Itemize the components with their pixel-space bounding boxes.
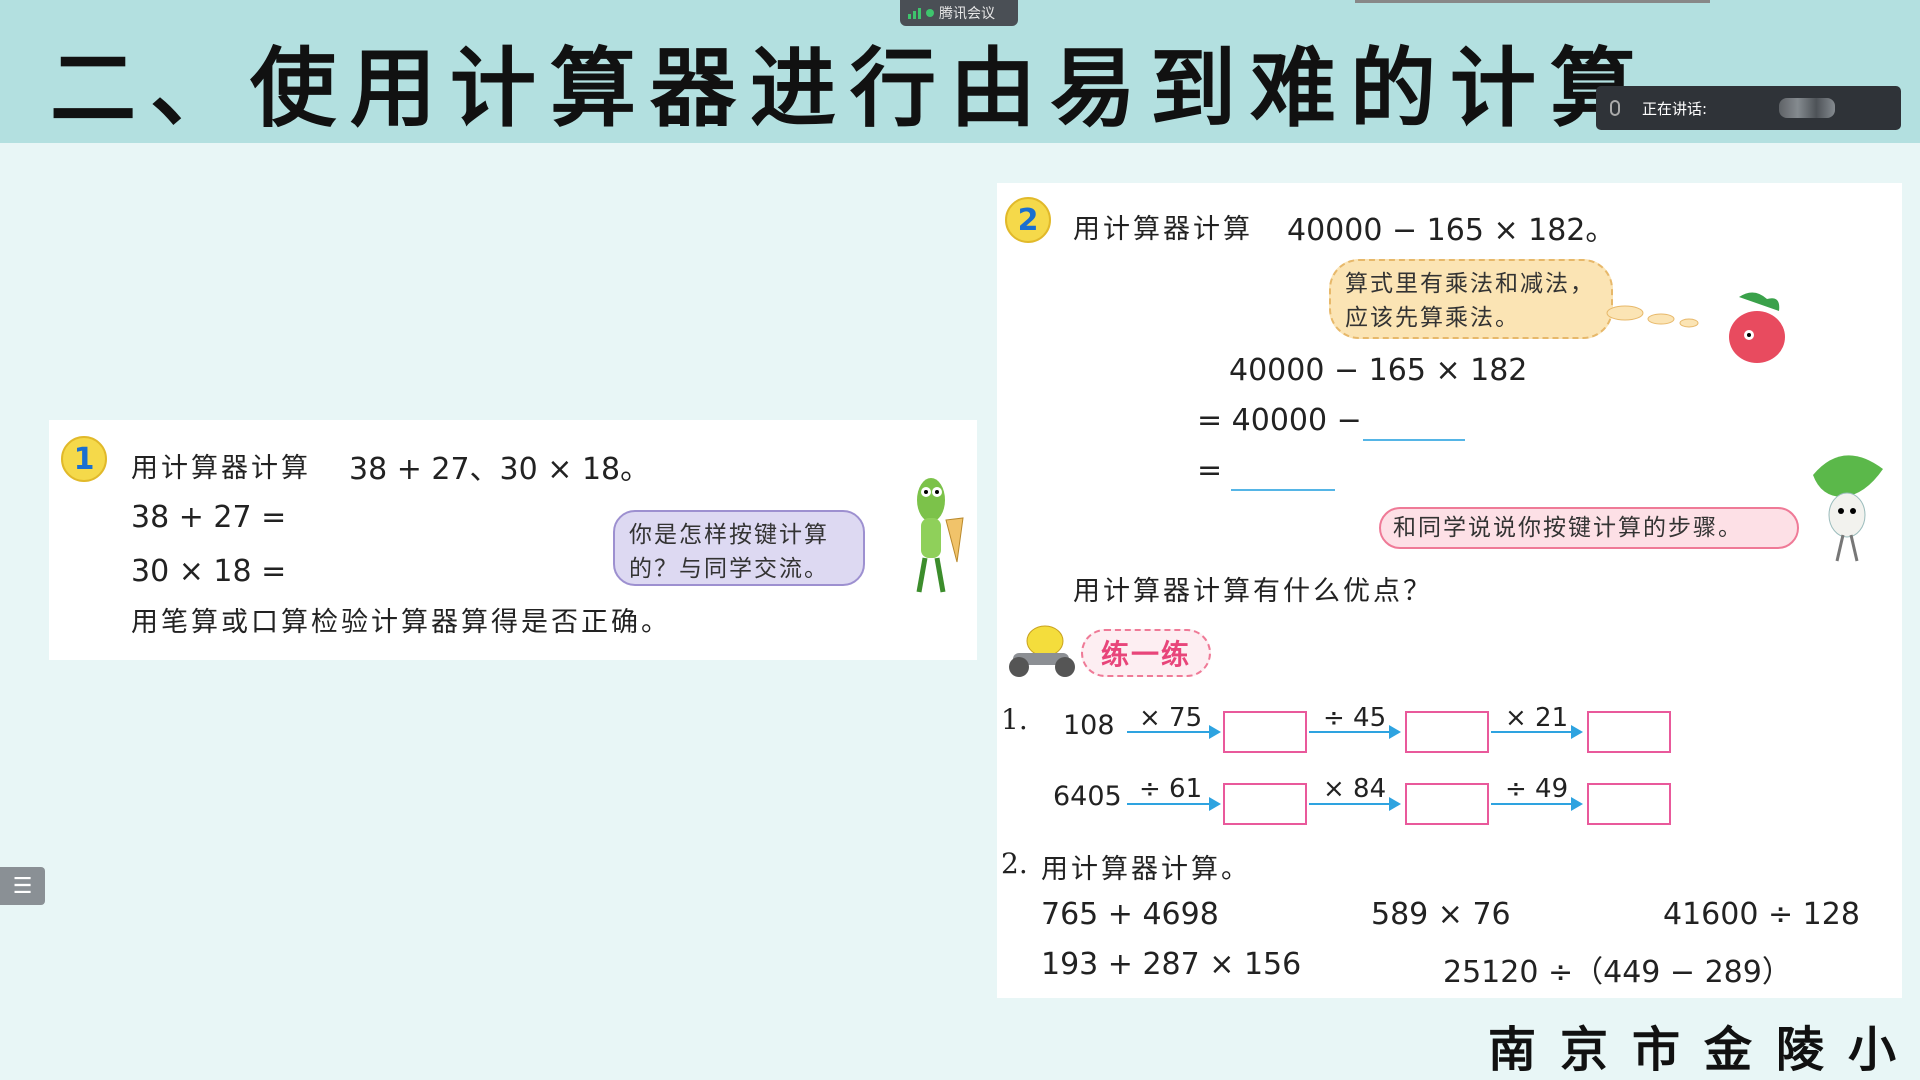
chain-2-op-1: ÷ 61 <box>1139 774 1203 804</box>
radish-character-icon <box>1729 292 1785 363</box>
example-1-line-1: 38 + 27 = <box>131 500 287 535</box>
meeting-app-name: 腾讯会议 <box>939 6 995 22</box>
thought-bubble-line: 应该先算乘法。 <box>1345 305 1520 331</box>
slide-title: 二、使用计算器进行由易到难的计算 <box>50 38 1650 139</box>
speech-bubble-line: 你是怎样按键计算 <box>629 522 829 548</box>
chain-1-start: 108 <box>1063 710 1115 741</box>
signal-icon <box>908 7 921 19</box>
school-name: 南京市金陵小学 <box>1488 1022 1920 1078</box>
arrow-icon <box>1309 725 1401 739</box>
cartoon-character-icon <box>916 478 964 593</box>
calc-expression: 41600 ÷ 128 <box>1663 897 1860 932</box>
question-2-text: 用计算器计算。 <box>1041 854 1251 885</box>
chain-2-op-3: ÷ 49 <box>1505 774 1569 804</box>
status-dot-icon <box>926 9 934 17</box>
answer-box[interactable] <box>1587 783 1671 825</box>
example-1-line-2: 30 × 18 = <box>131 554 287 589</box>
answer-box[interactable] <box>1405 711 1489 753</box>
answer-box[interactable] <box>1223 711 1307 753</box>
speech-bubble: 你是怎样按键计算 的？与同学交流。 <box>613 510 865 586</box>
speech-bubble-line: 的？与同学交流。 <box>629 556 829 582</box>
thought-bubble-line: 算式里有乘法和减法， <box>1345 271 1595 297</box>
example-2-prompt: 用计算器计算 <box>1073 214 1253 245</box>
example-1-prompt: 用计算器计算 <box>131 453 311 484</box>
answer-blank[interactable] <box>1363 439 1465 441</box>
answer-blank[interactable] <box>1231 489 1335 491</box>
arrow-icon <box>1127 725 1221 739</box>
speaking-indicator[interactable]: 正在讲话: <box>1596 86 1901 130</box>
calc-expression: 25120 ÷（449 − 289） <box>1443 955 1792 990</box>
speech-bubble-2-text: 和同学说说你按键计算的步骤。 <box>1393 515 1743 541</box>
thought-dots-icon <box>1606 305 1699 328</box>
calc-expression: 193 + 287 × 156 <box>1041 947 1302 982</box>
question-1-number: 1. <box>1001 703 1028 736</box>
chain-2-start: 6405 <box>1053 781 1122 812</box>
example-2-expression: 40000 − 165 × 182。 <box>1287 213 1616 248</box>
example-1-card: 1 用计算器计算 38 + 27、30 × 18。 38 + 27 = 30 ×… <box>49 420 977 660</box>
microphone-icon <box>1610 100 1620 116</box>
meeting-app-tab[interactable]: 腾讯会议 <box>900 0 1018 26</box>
example-2-card: 2 用计算器计算 40000 − 165 × 182。 算式里有乘法和减法， 应… <box>997 183 1902 998</box>
speaking-label: 正在讲话: <box>1642 99 1708 118</box>
step-2: = 40000 − <box>1197 403 1362 438</box>
top-divider <box>1355 0 1710 3</box>
chain-1-op-2: ÷ 45 <box>1323 703 1387 733</box>
arrow-icon <box>1491 797 1583 811</box>
advantage-question: 用计算器计算有什么优点？ <box>1073 576 1433 607</box>
arrow-icon <box>1127 797 1221 811</box>
arrow-icon <box>1309 797 1401 811</box>
motorbike-lemon-icon <box>1009 625 1075 677</box>
chain-1-op-1: × 75 <box>1139 703 1203 733</box>
thought-bubble: 算式里有乘法和减法， 应该先算乘法。 <box>1329 259 1613 339</box>
calc-expression: 765 + 4698 <box>1041 897 1219 932</box>
answer-box[interactable] <box>1587 711 1671 753</box>
vegetable-character-icon <box>1813 455 1883 562</box>
calc-expression: 589 × 76 <box>1371 897 1511 932</box>
chain-2-op-2: × 84 <box>1323 774 1387 804</box>
speech-bubble-2: 和同学说说你按键计算的步骤。 <box>1379 507 1799 549</box>
question-2-number: 2. <box>1001 847 1028 880</box>
example-1-check-text: 用笔算或口算检验计算器算得是否正确。 <box>131 607 671 638</box>
answer-box[interactable] <box>1223 783 1307 825</box>
chain-1-op-3: × 21 <box>1505 703 1569 733</box>
list-menu-icon[interactable]: ☰ <box>0 867 45 905</box>
example-number-badge: 2 <box>1005 197 1051 243</box>
arrow-icon <box>1491 725 1583 739</box>
speaker-name-blurred <box>1779 98 1836 118</box>
step-3: = <box>1197 453 1223 488</box>
example-number-badge: 1 <box>61 436 107 482</box>
answer-box[interactable] <box>1405 783 1489 825</box>
practice-label: 练一练 <box>1081 629 1211 677</box>
example-1-expression: 38 + 27、30 × 18。 <box>349 452 651 487</box>
step-1: 40000 − 165 × 182 <box>1229 353 1528 388</box>
